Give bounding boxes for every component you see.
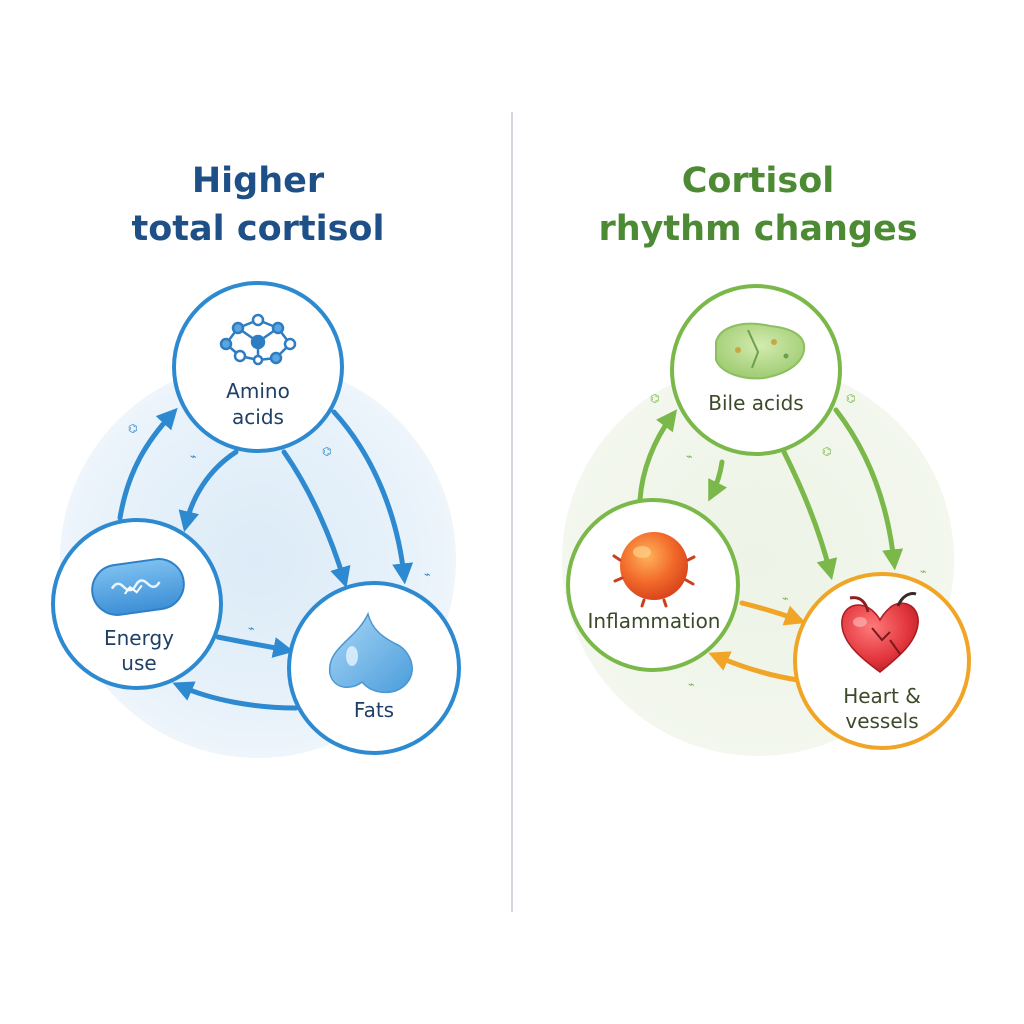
left-cycle: ⌬ ⌁ ⌬ ⌁ ⌁ [51, 281, 461, 758]
node-heart-vessels[interactable]: Heart & vessels [793, 572, 971, 750]
arrow-amino-to-fats-inner [281, 449, 351, 589]
heart-label-line2: vessels [845, 709, 918, 733]
amino-label-line2: acids [232, 405, 284, 429]
inflammation-label: Inflammation [588, 609, 721, 633]
arrow-energy-to-fats [215, 634, 295, 658]
arrow-inflammation-to-bile [637, 409, 678, 503]
svg-text:⌬: ⌬ [128, 422, 138, 435]
inflamed-cell-icon [612, 532, 696, 608]
svg-text:⌁: ⌁ [688, 678, 695, 691]
right-cycle: ⌬ ⌬ ⌁ ⌬ ⌁ ⌁ ⌁ Bile acids [562, 284, 971, 756]
fats-label: Fats [354, 698, 394, 722]
heart-label-line1: Heart & [843, 684, 921, 708]
energy-label-line2: use [121, 651, 156, 675]
arrow-fats-to-energy [172, 681, 299, 711]
fat-droplet-icon [329, 611, 413, 694]
svg-text:⌬: ⌬ [846, 392, 856, 405]
liver-icon [715, 322, 806, 380]
arrow-heart-to-inflammation [708, 651, 801, 683]
node-fats[interactable]: Fats [287, 581, 461, 755]
left-title-line1: Higher [191, 161, 325, 201]
panel-divider [511, 112, 513, 912]
node-amino-acids[interactable]: Amino acids [172, 281, 344, 453]
blue-cell-icon [91, 558, 185, 616]
svg-text:⌬: ⌬ [822, 445, 832, 458]
arrow-bile-to-heart-inner [781, 449, 838, 581]
svg-text:⌁: ⌁ [686, 450, 693, 463]
energy-label-line1: Energy [104, 626, 174, 650]
svg-text:⌁: ⌁ [782, 592, 789, 605]
right-title-line1: Cortisol [681, 161, 835, 201]
node-bile-acids[interactable]: Bile acids [670, 284, 842, 456]
arrow-bile-to-heart-outer [833, 407, 904, 571]
svg-text:⌁: ⌁ [190, 450, 197, 463]
amino-label-line1: Amino [226, 379, 290, 403]
arrow-bile-small [708, 459, 728, 502]
svg-text:⌬: ⌬ [322, 445, 332, 458]
right-decor-marks: ⌬ ⌬ ⌁ ⌬ ⌁ ⌁ ⌁ [650, 392, 927, 691]
arrow-inflammation-to-heart [739, 600, 806, 626]
left-decor-marks: ⌬ ⌁ ⌬ ⌁ ⌁ [128, 422, 431, 635]
svg-text:⌁: ⌁ [920, 565, 927, 578]
right-title-line2: rhythm changes [598, 209, 918, 249]
left-panel-title: Higher total cortisol [38, 157, 478, 253]
svg-text:⌁: ⌁ [424, 568, 431, 581]
arrow-amino-to-energy [178, 449, 239, 533]
left-title-line2: total cortisol [131, 209, 385, 249]
right-panel-title: Cortisol rhythm changes [538, 157, 978, 253]
bile-label: Bile acids [708, 391, 803, 415]
arrow-amino-to-fats-outer [331, 409, 414, 585]
droplet-highlight [346, 646, 358, 666]
node-inflammation[interactable]: Inflammation [566, 498, 740, 672]
heart-icon [841, 592, 919, 673]
svg-text:⌁: ⌁ [248, 622, 255, 635]
arrow-energy-to-amino [117, 407, 178, 521]
molecule-network-icon [219, 313, 297, 366]
node-energy-use[interactable]: Energy use [51, 518, 223, 690]
svg-text:⌬: ⌬ [650, 392, 660, 405]
